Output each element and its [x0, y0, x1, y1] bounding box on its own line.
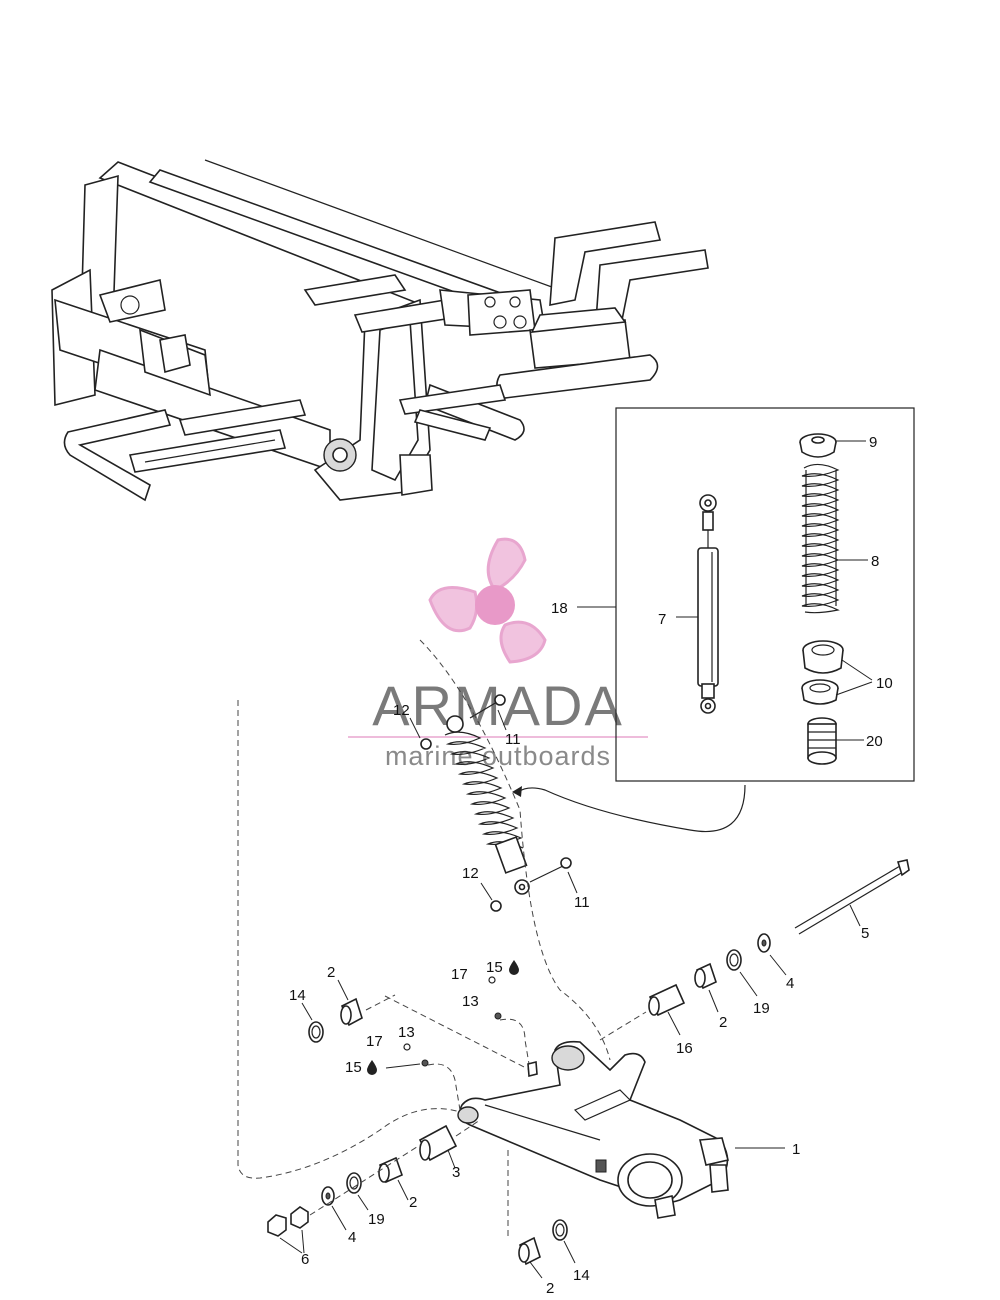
callout-2: 2 [546, 1280, 554, 1297]
callout-12: 12 [462, 865, 479, 882]
callout-15: 15 [345, 1059, 362, 1076]
mounted-shock [444, 715, 530, 895]
callout-6: 6 [301, 1251, 309, 1268]
shock-absorber [697, 494, 719, 714]
pivot-bolt [794, 859, 910, 935]
callout-12: 12 [393, 702, 410, 719]
callout-2: 2 [409, 1194, 417, 1211]
grease-drop-icon [509, 960, 519, 975]
spring-retainer [799, 433, 837, 458]
callout-2: 2 [719, 1014, 727, 1031]
upper-shock-hardware [409, 694, 507, 750]
callout-1: 1 [792, 1141, 800, 1158]
callout-11: 11 [574, 894, 590, 911]
callout-10: 10 [876, 675, 893, 692]
callout-19: 19 [753, 1000, 770, 1017]
shock-inset-box [577, 407, 915, 782]
callout-4: 4 [786, 975, 794, 992]
callout-3: 3 [452, 1164, 460, 1181]
callout-2: 2 [327, 964, 335, 981]
watermark-tagline: marine outboards [385, 741, 611, 771]
callout-labels: 1 2 2 2 2 3 4 4 5 6 7 8 9 10 11 11 12 12… [289, 434, 893, 1297]
callout-5: 5 [861, 925, 869, 942]
callout-14: 14 [289, 987, 306, 1004]
assembly-path-shock [419, 639, 611, 1061]
callout-11: 11 [505, 731, 521, 748]
callout-16: 16 [676, 1040, 693, 1057]
coil-spring [801, 463, 840, 614]
callout-7: 7 [658, 611, 666, 628]
callout-15: 15 [486, 959, 503, 976]
preload-adjuster [807, 717, 837, 765]
callout-9: 9 [869, 434, 877, 451]
right-pivot-hardware [599, 933, 787, 1041]
assembly-path-left [237, 700, 461, 1179]
callout-18: 18 [551, 600, 568, 617]
frame-assembly [51, 159, 709, 502]
watermark-brand: ARMADA [372, 674, 624, 737]
propeller-logo-icon [428, 537, 547, 664]
left-pivot-hardware [267, 976, 576, 1279]
callout-20: 20 [866, 733, 883, 750]
spring-collars [801, 640, 844, 705]
callout-17: 17 [451, 966, 468, 983]
callout-17: 17 [366, 1033, 383, 1050]
callout-8: 8 [871, 553, 879, 570]
armada-watermark: ARMADA marine outboards [348, 537, 648, 771]
callout-4: 4 [348, 1229, 356, 1246]
assembly-arrow [517, 784, 746, 832]
swing-arm [457, 1040, 785, 1219]
lower-shock-hardware [480, 857, 578, 912]
callout-14: 14 [573, 1267, 590, 1284]
callout-13: 13 [462, 993, 479, 1010]
grease-drop-icon [367, 1060, 377, 1075]
callout-19: 19 [368, 1211, 385, 1228]
callout-13: 13 [398, 1024, 415, 1041]
